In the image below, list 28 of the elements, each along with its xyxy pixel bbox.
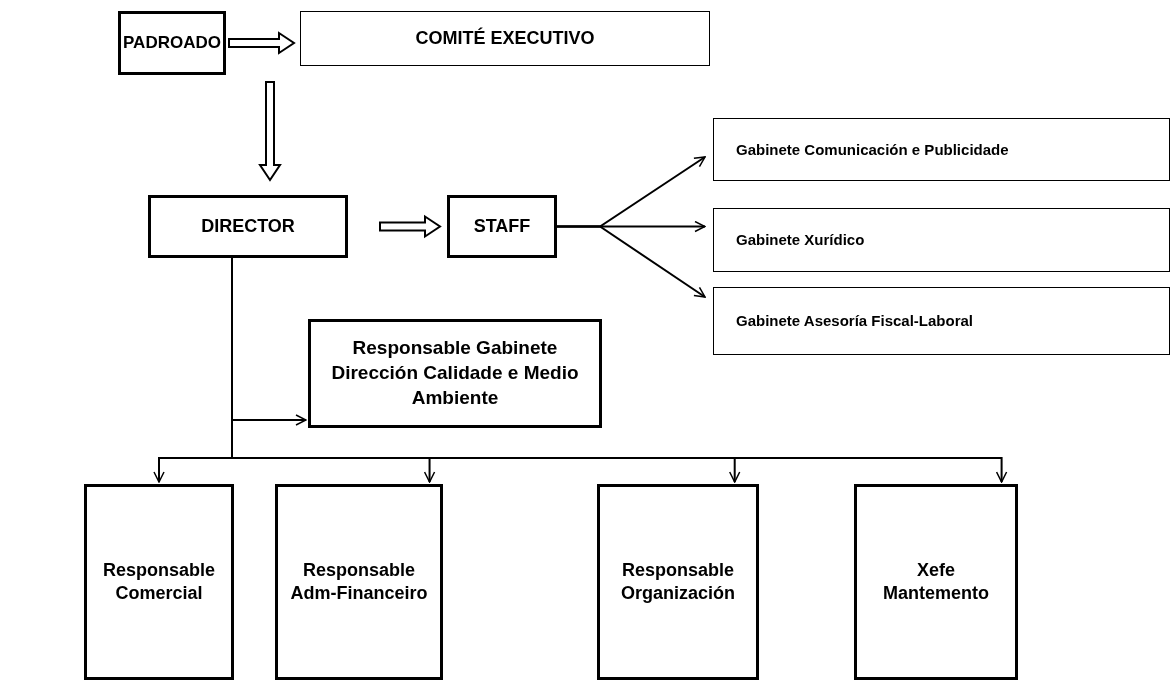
org-box xyxy=(148,195,348,258)
arrow xyxy=(556,225,706,298)
box-label: Responsable Comercial xyxy=(101,558,216,605)
org-box xyxy=(713,118,1170,181)
org-box xyxy=(597,484,759,680)
box-label: STAFF xyxy=(473,214,531,238)
box-label: Responsable Organización xyxy=(620,558,736,605)
box-label: Xefe Mantemento xyxy=(882,558,990,605)
box-label: Gabinete Asesoría Fiscal-Laboral xyxy=(736,311,974,331)
org-box xyxy=(447,195,557,258)
org-box xyxy=(275,484,443,680)
box-label: PADROADO xyxy=(123,31,221,54)
org-box xyxy=(713,287,1170,355)
box-label: Gabinete Xurídico xyxy=(736,230,865,250)
org-box xyxy=(308,319,602,428)
box-label: Responsable Adm-Financeiro xyxy=(289,558,429,605)
org-box xyxy=(300,11,710,66)
hollow-arrow xyxy=(228,31,296,55)
box-label: COMITÉ EXECUTIVO xyxy=(415,26,595,50)
org-box xyxy=(713,208,1170,272)
org-box xyxy=(854,484,1018,680)
box-label: Responsable Gabinete Dirección Calidade e Medio Ambiente xyxy=(330,336,580,410)
hollow-arrow xyxy=(258,81,282,182)
org-box xyxy=(84,484,234,680)
box-label: Gabinete Comunicación e Publicidade xyxy=(736,139,1009,160)
org-box xyxy=(118,11,226,75)
hollow-arrow xyxy=(379,214,442,239)
box-label: DIRECTOR xyxy=(201,214,295,238)
